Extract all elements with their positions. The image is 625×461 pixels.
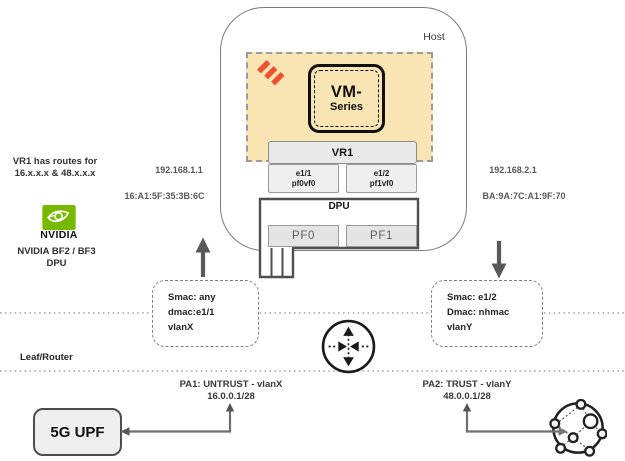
platform-label-line2: DPU: [46, 258, 67, 269]
mac-left: 16:A1:5F:35:3B:6C: [124, 191, 205, 201]
flow-note-right-line2: Dmac: nhmac: [447, 307, 510, 318]
vm-series-logo: VM- Series: [308, 64, 385, 133]
routes-note: VR1 has routes for 16.x.x.x & 48.x.x.x: [4, 156, 106, 180]
routes-note-line1: VR1 has routes for: [12, 156, 98, 167]
nvidia-wordmark: NVIDIA: [40, 229, 78, 241]
vr1-label: VR1: [331, 146, 354, 159]
interface-e1-2-name: e1/2: [373, 168, 390, 178]
pa2-label: PA2: TRUST - vlanY 48.0.0.1/28: [400, 379, 534, 402]
interface-e1-2: e1/2 pf1vf0: [346, 164, 417, 193]
vm-series-logo-inner: VM- Series: [314, 70, 379, 127]
dpu-label: DPU: [328, 201, 350, 212]
mac-right: BA:9A:7C:A1:9F:70: [482, 191, 566, 201]
flow-note-right-line3: vlanY: [447, 322, 473, 333]
pa2-label-line1: PA2: TRUST - vlanY: [422, 379, 512, 390]
interface-e1-1: e1/1 pf0vf0: [268, 164, 339, 193]
paloalto-logo-icon: [257, 60, 285, 86]
flow-note-right-line1: Smac: e1/2: [447, 292, 497, 303]
interface-e1-1-name: e1/1: [295, 168, 312, 178]
leaf-router-label: Leaf/Router: [20, 352, 73, 363]
pa1-label-line2: 16.0.0.1/28: [207, 390, 255, 402]
flow-note-left-line2: dmac:e1/1: [168, 307, 215, 318]
flow-note-right: Smac: e1/2 Dmac: nhmac vlanY: [431, 280, 543, 347]
router-icon: [321, 319, 376, 374]
pf1-box: PF1: [346, 225, 417, 247]
internet-icon: [549, 399, 607, 457]
vm-series-text-bottom: Series: [329, 100, 364, 113]
pa1-label: PA1: UNTRUST - vlanX 16.0.0.1/28: [164, 379, 298, 402]
host-label: Host: [423, 31, 445, 43]
pa1-label-line1: PA1: UNTRUST - vlanX: [179, 379, 283, 390]
pa2-label-line2: 48.0.0.1/28: [443, 390, 491, 402]
dpu-chip: [258, 197, 420, 279]
ip-left: 192.168.1.1: [155, 165, 203, 175]
upf-box: 5G UPF: [33, 408, 122, 456]
pf0-box: PF0: [268, 225, 339, 247]
flow-note-left-line3: vlanX: [168, 322, 194, 333]
flow-note-left: Smac: any dmac:e1/1 vlanX: [152, 280, 259, 347]
vm-series-text-top: VM-: [330, 83, 363, 102]
vr1-bar: VR1: [268, 141, 417, 164]
interface-e1-2-vf: pf1vf0: [369, 178, 394, 188]
ip-right: 192.168.2.1: [489, 165, 537, 175]
interface-e1-1-vf: pf0vf0: [291, 178, 316, 188]
nvidia-logo-icon: [42, 205, 76, 230]
routes-note-line2: 16.x.x.x & 48.x.x.x: [14, 168, 96, 179]
flow-note-left-line1: Smac: any: [168, 292, 216, 303]
platform-label: NVIDIA BF2 / BF3 DPU: [4, 246, 109, 270]
platform-label-line1: NVIDIA BF2 / BF3: [17, 246, 96, 257]
